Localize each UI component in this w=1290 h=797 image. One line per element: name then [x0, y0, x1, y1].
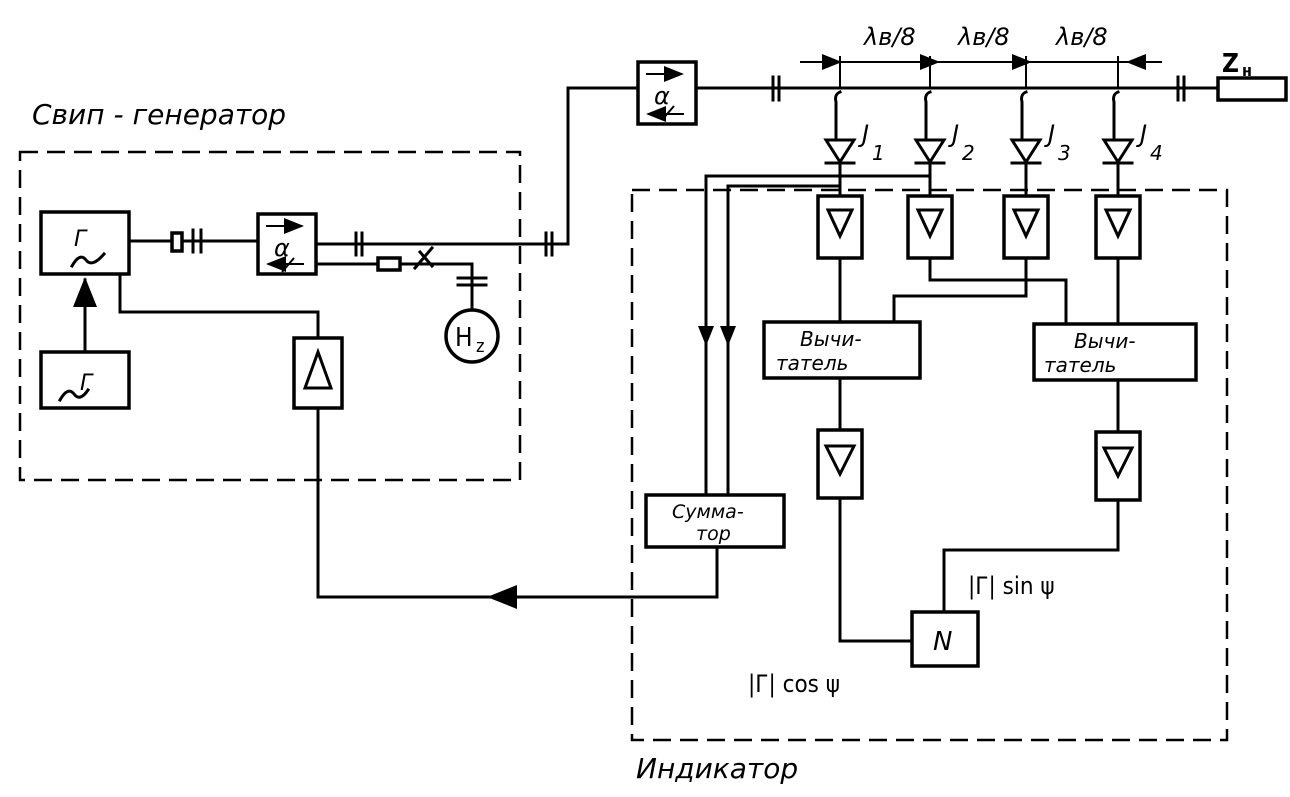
probe-label: J — [1136, 120, 1147, 148]
probe-j3: J3 — [1009, 56, 1071, 198]
subtractor-2-line2: татель — [1044, 353, 1116, 377]
amplifier-cos — [816, 428, 864, 500]
generator-gamma-label: Г — [74, 227, 88, 252]
summator-line2: тор — [696, 523, 731, 545]
amplifier-icon — [915, 208, 945, 240]
load-resistor-icon — [376, 256, 402, 272]
zload-label: Z — [1222, 49, 1239, 79]
sweep-curve-icon — [69, 251, 107, 269]
amplifier-icon — [1011, 208, 1041, 240]
frequency-meter: H z — [444, 308, 500, 364]
subtractor-2: Вычи- татель — [1032, 322, 1198, 382]
normalizer-block: N — [910, 610, 980, 668]
isolator-1-alpha: α — [274, 234, 290, 262]
sweep-generator-boundary — [18, 150, 522, 482]
amplifier-icon — [825, 208, 855, 240]
subtractor-2-line1: Вычи- — [1074, 329, 1136, 353]
sweep-generator-label: Свип - генератор — [32, 98, 286, 131]
amplifier-icon — [1103, 208, 1133, 240]
sweep-gamma-label: Г — [80, 371, 94, 396]
sweep-control-block: Г — [39, 350, 131, 410]
diode-icon — [823, 138, 857, 165]
indicator-boundary — [630, 188, 1229, 742]
probe-label: J — [858, 120, 869, 148]
output-cos-label: |Г| cos ψ — [748, 670, 840, 698]
isolator-2-alpha: α — [654, 82, 670, 110]
probe-label: J — [1044, 120, 1055, 148]
subtractor-1-line1: Вычи- — [800, 327, 862, 351]
sweep-curve-icon-2 — [57, 387, 91, 403]
generator-block: Г — [39, 210, 131, 276]
amplifier-icon — [1101, 446, 1135, 480]
amplifier-4 — [1094, 194, 1142, 260]
delta-block — [292, 336, 344, 410]
load-impedance: Z н — [1216, 49, 1288, 102]
isolator-1: α — [256, 212, 318, 276]
probe-j2: J2 — [913, 56, 975, 198]
summator: Сумма- тор — [644, 493, 786, 549]
amplifier-3 — [1002, 194, 1050, 260]
spacing-label-1: λв/8 — [862, 23, 916, 51]
probe-number: 4 — [1150, 141, 1163, 165]
subtractor-1: Вычи- татель — [762, 320, 922, 380]
isolator-2: α — [636, 60, 698, 126]
probe-number: 1 — [872, 141, 885, 165]
probe-j1: J1 — [823, 56, 885, 198]
subtractor-1-line2: татель — [776, 351, 848, 375]
amplifier-icon — [823, 444, 857, 478]
normalizer-label: N — [933, 627, 952, 657]
flange-icon — [170, 231, 184, 253]
output-sin-label: |Г| sin ψ — [968, 572, 1055, 600]
diode-icon — [1101, 138, 1135, 165]
probe-j4: J4 — [1101, 56, 1163, 198]
indicator-label: Индикатор — [636, 752, 798, 785]
amplifier-1 — [816, 194, 864, 260]
hz-sub-label: z — [476, 336, 485, 357]
probe-number: 2 — [962, 141, 975, 165]
amplifier-sin — [1094, 430, 1142, 502]
probe-number: 3 — [1058, 141, 1071, 165]
amplifier-2 — [906, 194, 954, 260]
hz-label: H — [455, 323, 473, 353]
spacing-label-2: λв/8 — [956, 23, 1010, 51]
delta-icon — [302, 347, 334, 390]
probe-label: J — [948, 120, 959, 148]
directional-coupler-icon — [412, 245, 435, 271]
diode-icon — [913, 138, 947, 165]
summator-line1: Сумма- — [672, 501, 744, 523]
zload-sub-label: н — [1242, 61, 1252, 80]
spacing-label-3: λв/8 — [1054, 23, 1108, 51]
amplifier-row — [816, 194, 1142, 260]
diode-icon — [1009, 138, 1043, 165]
